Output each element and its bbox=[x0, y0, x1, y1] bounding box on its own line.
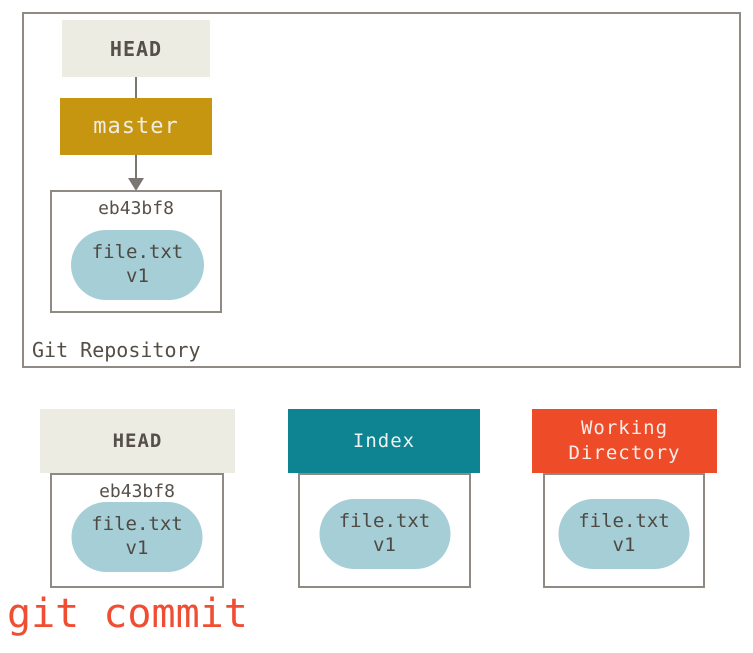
git-repository-label: Git Repository bbox=[32, 338, 201, 362]
file-blob: file.txt v1 bbox=[319, 499, 450, 569]
repo-head-label: HEAD bbox=[109, 36, 163, 61]
blob-version: v1 bbox=[373, 534, 396, 556]
index-column-box: file.txt v1 bbox=[298, 473, 471, 588]
index-column-header: Index bbox=[288, 409, 480, 473]
index-column-title: Index bbox=[352, 429, 416, 452]
blob-version: v1 bbox=[125, 537, 149, 559]
repo-head-node: HEAD bbox=[62, 20, 210, 77]
blob-version: v1 bbox=[612, 534, 636, 556]
blob-filename: file.txt bbox=[91, 513, 183, 536]
master-to-commit-connector bbox=[135, 155, 137, 180]
blob-filename: file.txt bbox=[91, 241, 184, 264]
head-column-header: HEAD bbox=[40, 409, 235, 473]
master-branch-label: master bbox=[93, 114, 179, 139]
working-directory-column-title: Working Directory bbox=[568, 417, 681, 464]
repo-commit-box: eb43bf8 file.txt v1 bbox=[50, 190, 222, 313]
blob-filename: file.txt bbox=[338, 510, 431, 533]
blob-version: v1 bbox=[126, 265, 149, 287]
working-directory-column-box: file.txt v1 bbox=[543, 473, 705, 588]
arrow-down-icon bbox=[128, 178, 144, 191]
file-blob: file.txt v1 bbox=[71, 230, 204, 300]
head-column-title: HEAD bbox=[112, 429, 163, 452]
master-branch-node: master bbox=[60, 98, 212, 155]
file-blob: file.txt v1 bbox=[558, 499, 690, 569]
commit-sha: eb43bf8 bbox=[98, 198, 174, 219]
file-blob: file.txt v1 bbox=[71, 502, 203, 572]
commit-sha: eb43bf8 bbox=[99, 481, 175, 502]
working-directory-column-header: Working Directory bbox=[532, 409, 717, 473]
head-column-box: eb43bf8 file.txt v1 bbox=[50, 473, 224, 588]
git-command-label: git commit bbox=[7, 591, 248, 637]
blob-filename: file.txt bbox=[578, 510, 670, 533]
head-to-master-connector bbox=[135, 77, 137, 98]
